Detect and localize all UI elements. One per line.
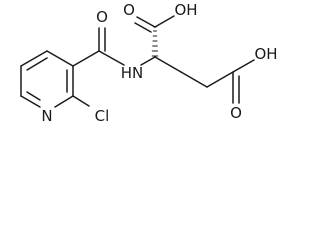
bond-gamma-delta bbox=[206, 71, 234, 88]
bond-ring-carbonyl bbox=[72, 50, 100, 67]
bond-alpha-acid-hydroxyl bbox=[154, 15, 175, 28]
side-chain-hydroxyl-label: OH bbox=[254, 45, 277, 63]
bond-nitrogen-alpha bbox=[140, 56, 156, 66]
bond-carbonyl-nitrogen bbox=[98, 50, 125, 66]
chlorine-label: Cl bbox=[95, 107, 110, 125]
ring-bond-c6-n1 bbox=[20, 95, 41, 108]
ring-double-bond-c4-c5 bbox=[26, 57, 48, 71]
ring-bond-n1-c2 bbox=[54, 95, 74, 108]
bond-alpha-beta bbox=[154, 56, 182, 73]
carbonyl-oxygen-label: O bbox=[96, 8, 108, 26]
bond-delta-hydroxyl bbox=[232, 59, 255, 73]
stereo-hash-bond bbox=[151, 26, 159, 57]
ring-double-bond-c6-n1 bbox=[26, 91, 41, 101]
bond-alpha-acid-oxygen bbox=[136, 16, 156, 28]
amide-nitrogen-label: HN bbox=[121, 64, 144, 82]
ring-bond-c3-c4 bbox=[46, 50, 74, 67]
pyridine-ring bbox=[20, 50, 74, 108]
bond-alpha-acid-oxygen-double bbox=[134, 22, 152, 33]
pyridine-nitrogen-label: N bbox=[41, 107, 52, 125]
side-chain-oxygen-label: O bbox=[230, 104, 242, 122]
alpha-acid-oxygen-label: O bbox=[123, 1, 135, 19]
ring-bond-c4-c5 bbox=[20, 50, 48, 67]
alpha-acid-hydroxyl-label: OH bbox=[174, 1, 197, 19]
bond-beta-gamma bbox=[180, 71, 208, 88]
bond-c2-cl bbox=[72, 95, 90, 107]
chemical-structure-diagram: O HN N Cl O OH O OH bbox=[20, 1, 278, 125]
